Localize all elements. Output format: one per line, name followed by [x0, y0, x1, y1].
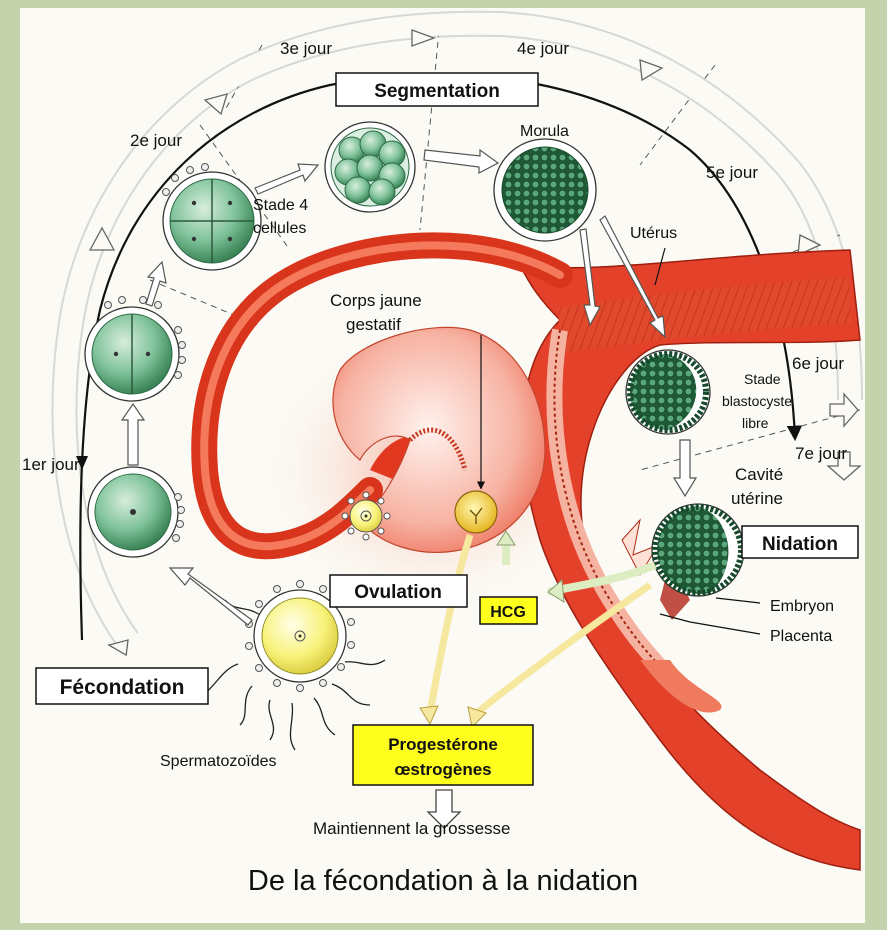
day-1-label: 1er jour	[22, 455, 80, 474]
blastocyst-label-2: blastocyste	[722, 393, 792, 409]
day-7-label: 7e jour	[795, 444, 847, 463]
blastocyst-label-3: libre	[742, 415, 769, 431]
corpus-luteum-label-1: Corps jaune	[330, 291, 422, 310]
morula-label: Morula	[520, 123, 569, 140]
cavity-label-1: Cavité	[735, 465, 783, 484]
segmentation-label: Segmentation	[374, 81, 500, 102]
ovulation-label: Ovulation	[354, 582, 442, 603]
zygote-cell	[88, 467, 185, 557]
day-2-label: 2e jour	[130, 131, 182, 150]
diagram-title: De la fécondation à la nidation	[248, 865, 638, 897]
day-3-label: 3e jour	[280, 39, 332, 58]
corpus-luteum-label-2: gestatif	[346, 315, 401, 334]
oestrogenes-label: œstrogènes	[394, 760, 491, 779]
nidation-label: Nidation	[762, 534, 838, 555]
four-cell-label-2: cellules	[253, 220, 306, 237]
sperm-label: Spermatozoïdes	[160, 753, 277, 770]
blastocyst-label-1: Stade	[744, 371, 781, 387]
blastocyst-free	[626, 350, 710, 434]
four-cell-stage	[163, 164, 262, 271]
embryon-label: Embryon	[770, 598, 834, 615]
progesterone-label: Progestérone	[388, 735, 498, 754]
cavity-label-2: utérine	[731, 489, 783, 508]
maintain-pregnancy-label: Maintiennent la grossesse	[313, 819, 511, 838]
uterus-label: Utérus	[630, 225, 677, 242]
morula-cell	[494, 139, 596, 241]
fecondation-label: Fécondation	[60, 676, 185, 699]
corpus-luteum	[455, 491, 497, 533]
day-5-label: 5e jour	[706, 163, 758, 182]
eight-cell-stage	[325, 122, 415, 212]
day-6-label: 6e jour	[792, 354, 844, 373]
four-cell-label-1: Stade 4	[253, 197, 308, 214]
day-4-label: 4e jour	[517, 39, 569, 58]
placenta-label: Placenta	[770, 628, 832, 645]
blastocyst-implanting	[652, 504, 744, 596]
hcg-label: HCG	[490, 604, 526, 621]
